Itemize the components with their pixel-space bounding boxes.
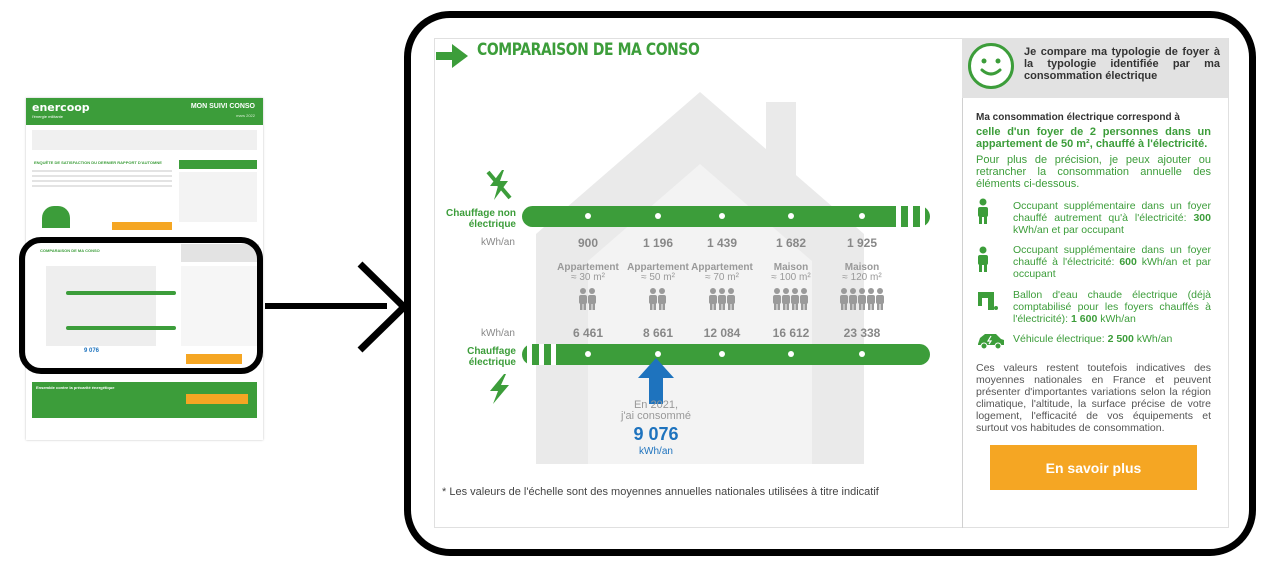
side-intro-line: Ma consommation électrique correspond à bbox=[976, 112, 1180, 123]
extra-occupant-non-electric: Occupant supplémentaire dans un foyer ch… bbox=[1013, 200, 1211, 236]
thumbnail-subtitle: mars 2022 bbox=[236, 113, 255, 118]
report-thumbnail: enercoop l'énergie militante MON SUIVI C… bbox=[26, 98, 263, 440]
non-electric-value: 1 682 bbox=[775, 236, 807, 250]
household-people-icon bbox=[708, 287, 737, 316]
scale-dot bbox=[719, 213, 725, 219]
housing-type-size: ≈ 50 m² bbox=[641, 272, 675, 283]
housing-type-name: Maison bbox=[773, 262, 809, 273]
scale-dot bbox=[859, 351, 865, 357]
thumbnail-logo: enercoop bbox=[32, 101, 90, 114]
thumbnail-header bbox=[26, 98, 263, 125]
thumbnail-title: MON SUIVI CONSO bbox=[190, 103, 255, 110]
housing-type-size: ≈ 100 m² bbox=[771, 272, 811, 283]
water-heater-icon bbox=[978, 292, 998, 310]
thumbnail-sidebar-heading bbox=[179, 160, 257, 169]
my-consumption-unit: kWh/an bbox=[639, 446, 673, 457]
side-household-match: celle d'un foyer de 2 personnes dans un … bbox=[976, 126, 1211, 150]
scale-dot bbox=[859, 213, 865, 219]
non-electric-value: 1 196 bbox=[642, 236, 674, 250]
water-heater-item: Ballon d'eau chaude électrique (déjà com… bbox=[1013, 289, 1211, 325]
indicative-values-note: Ces valeurs restent toutefois indicative… bbox=[976, 362, 1211, 434]
scale-dot bbox=[655, 351, 661, 357]
house-silhouette bbox=[536, 92, 864, 464]
housing-type-size: ≈ 120 m² bbox=[842, 272, 882, 283]
my-consumption-year: En 2021, bbox=[633, 399, 679, 411]
thumbnail-learn-more-button[interactable] bbox=[186, 354, 242, 364]
thumbnail-contribute-button[interactable] bbox=[186, 394, 248, 404]
electricity-bolt-icon bbox=[490, 374, 509, 404]
thumbnail-mascot bbox=[42, 206, 70, 228]
person-icon bbox=[978, 246, 988, 272]
electric-value: 16 612 bbox=[772, 326, 810, 340]
learn-more-button[interactable]: En savoir plus bbox=[990, 445, 1197, 490]
thumbnail-survey-heading: ENQUÊTE DE SATISFACTION DU DERNIER RAPPO… bbox=[34, 160, 162, 165]
connector-arrow-icon bbox=[357, 261, 410, 353]
thumbnail-precarity-heading: Ensemble contre la précarité énergétique bbox=[36, 385, 115, 390]
electric-scale-bar bbox=[522, 344, 930, 365]
non-electric-heating-label: Chauffage non électrique bbox=[446, 208, 516, 230]
thumbnail-consumption-value: 9 076 bbox=[84, 348, 100, 354]
thumbnail-house bbox=[46, 266, 156, 346]
scale-dot bbox=[719, 351, 725, 357]
non-electric-value: 1 439 bbox=[706, 236, 738, 250]
unit-label-non-electric: kWh/an bbox=[481, 237, 515, 248]
scale-dot bbox=[655, 213, 661, 219]
section-arrow-icon bbox=[436, 44, 468, 68]
electric-value: 12 084 bbox=[703, 326, 741, 340]
thumbnail-compare-heading: COMPARAISON DE MA CONSO bbox=[40, 248, 100, 253]
housing-type-size: ≈ 30 m² bbox=[571, 272, 605, 283]
scale-dot bbox=[585, 213, 591, 219]
scale-dot bbox=[585, 351, 591, 357]
electric-car-icon bbox=[978, 334, 1004, 350]
scale-footnote: * Les valeurs de l'échelle sont des moye… bbox=[442, 486, 879, 498]
household-people-icon bbox=[772, 287, 810, 316]
thumbnail-scale-electric bbox=[66, 326, 176, 330]
my-consumption-caption: j'ai consommé bbox=[621, 410, 691, 422]
housing-type-name: Appartement bbox=[627, 262, 689, 273]
non-electric-value: 900 bbox=[577, 236, 599, 250]
scale-dot bbox=[788, 213, 794, 219]
thumbnail-scale-non-electric bbox=[66, 291, 176, 295]
electric-value: 8 661 bbox=[642, 326, 674, 340]
no-electricity-icon bbox=[486, 170, 512, 200]
thumbnail-survey-button[interactable] bbox=[112, 222, 172, 230]
housing-type-size: ≈ 70 m² bbox=[705, 272, 739, 283]
column-divider bbox=[962, 38, 963, 528]
person-icon bbox=[978, 198, 988, 224]
zoom-highlight-ring bbox=[19, 237, 263, 374]
my-consumption-arrow-icon bbox=[638, 358, 674, 404]
housing-type-name: Appartement bbox=[557, 262, 619, 273]
section-title: COMPARAISON DE MA CONSO bbox=[477, 40, 700, 60]
electric-heating-label: Chauffage électrique bbox=[467, 346, 516, 368]
side-precision-hint: Pour plus de précision, je peux ajouter … bbox=[976, 154, 1211, 190]
housing-type-name: Appartement bbox=[691, 262, 753, 273]
connector-line bbox=[265, 303, 387, 309]
housing-type-name: Maison bbox=[844, 262, 880, 273]
thumbnail-logo-subtitle: l'énergie militante bbox=[32, 114, 64, 119]
non-electric-scale-bar bbox=[522, 206, 930, 227]
household-people-icon bbox=[839, 287, 886, 316]
side-heading: Je compare ma typologie de foyer à la ty… bbox=[1024, 46, 1220, 82]
electric-vehicle-item: Véhicule électrique: 2 500 kWh/an bbox=[1013, 333, 1173, 345]
my-consumption-value: 9 076 bbox=[633, 424, 679, 444]
electric-value: 23 338 bbox=[843, 326, 881, 340]
smiley-icon bbox=[968, 43, 1014, 89]
unit-label-electric: kWh/an bbox=[481, 328, 515, 339]
non-electric-value: 1 925 bbox=[846, 236, 878, 250]
household-people-icon bbox=[648, 287, 668, 316]
extra-occupant-electric: Occupant supplémentaire dans un foyer ch… bbox=[1013, 244, 1212, 280]
household-people-icon bbox=[578, 287, 598, 316]
thumbnail-contract-box bbox=[32, 130, 257, 150]
electric-value: 6 461 bbox=[572, 326, 604, 340]
scale-dot bbox=[788, 351, 794, 357]
